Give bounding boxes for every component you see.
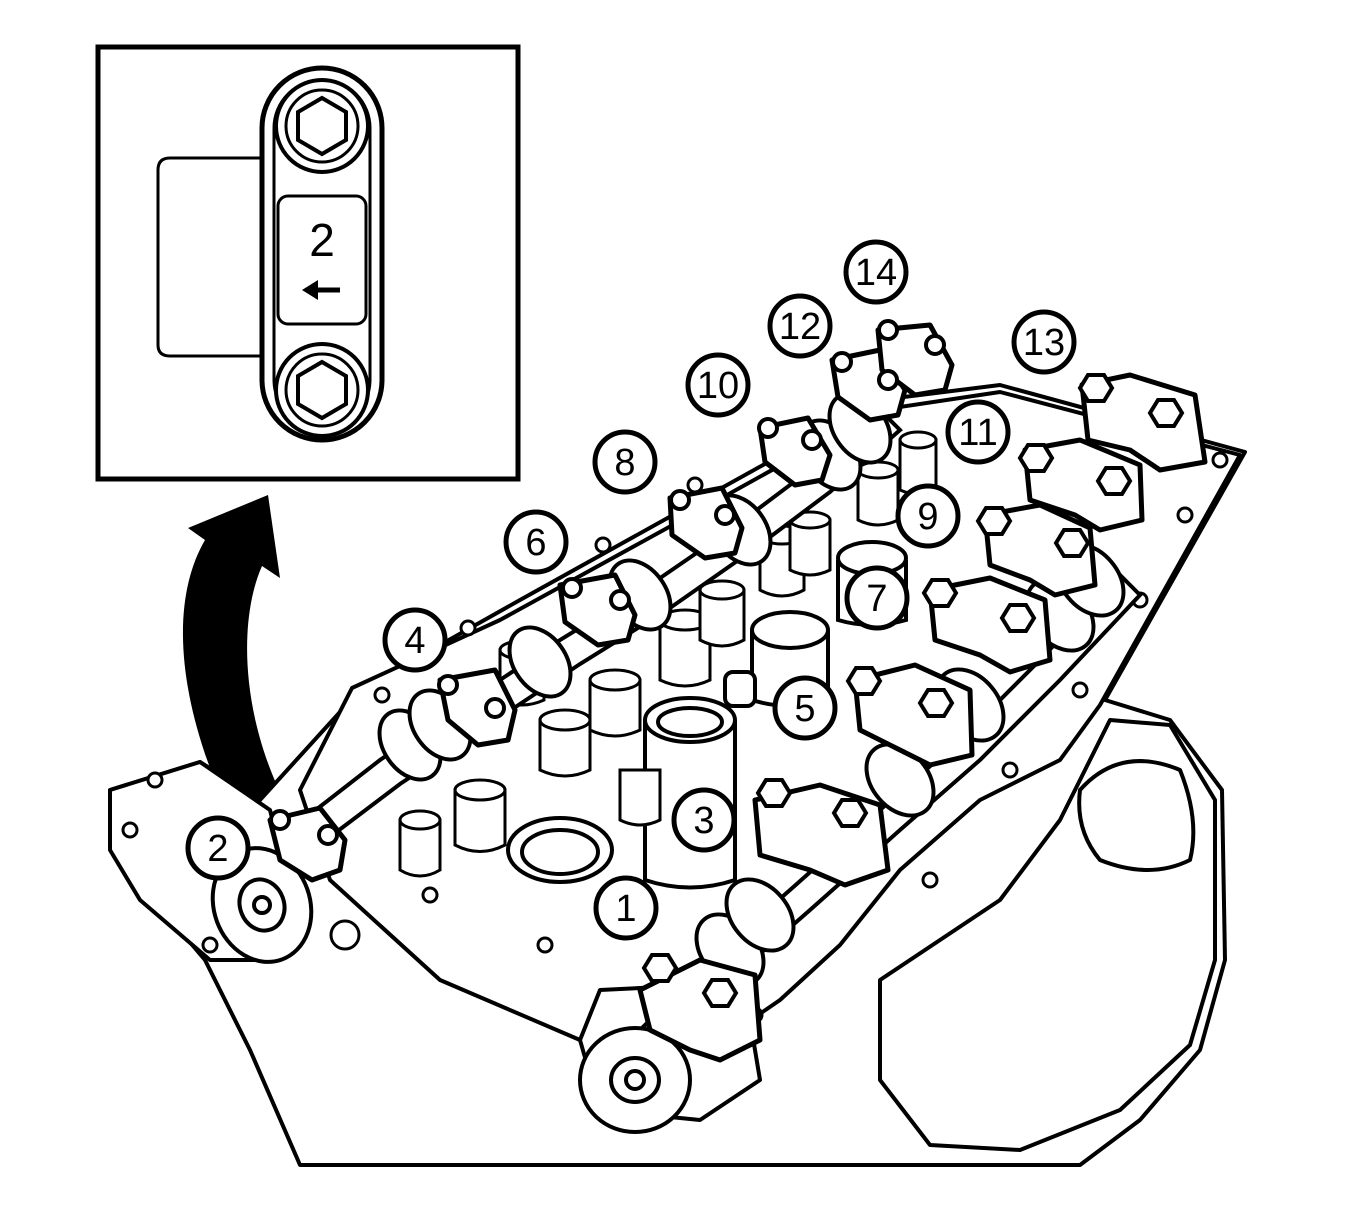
callout-circle xyxy=(382,607,448,673)
callout-label: 4 xyxy=(404,620,425,662)
callout-1: 1 xyxy=(593,875,659,941)
callout-circle xyxy=(671,787,737,853)
callout-9: 9 xyxy=(895,483,961,549)
callout-14: 14 xyxy=(843,239,909,305)
inset-detail: 2 xyxy=(95,44,521,482)
callout-6: 6 xyxy=(503,509,569,575)
valve-lifters xyxy=(398,430,938,878)
callout-circle xyxy=(767,293,833,359)
callout-label: 7 xyxy=(866,578,887,620)
callout-circle xyxy=(592,429,658,495)
callout-label: 1 xyxy=(615,888,636,930)
callout-circle xyxy=(185,815,251,881)
callout-label: 8 xyxy=(614,442,635,484)
cam-flanges xyxy=(210,846,692,1134)
inset-housing xyxy=(156,156,262,358)
callout-circle xyxy=(772,675,838,741)
pointer-arrow-icon xyxy=(182,495,290,820)
inset-marking-panel xyxy=(276,194,368,326)
callout-circle xyxy=(685,352,751,418)
callout-label: 2 xyxy=(207,828,228,870)
callout-3: 3 xyxy=(671,787,737,853)
inset-arrow-left-icon xyxy=(302,280,340,300)
callout-8: 8 xyxy=(592,429,658,495)
inset-top-bolt xyxy=(274,78,370,174)
inset-cap-number: 2 xyxy=(309,214,335,266)
callout-label: 5 xyxy=(794,688,815,730)
cap-bolts xyxy=(269,319,1185,1008)
callout-label: 3 xyxy=(693,800,714,842)
callout-label: 9 xyxy=(917,496,938,538)
callout-circle xyxy=(844,565,910,631)
callout-13: 13 xyxy=(1011,309,1077,375)
callout-circle xyxy=(945,399,1011,465)
callout-label: 12 xyxy=(779,306,821,348)
callout-circle xyxy=(593,875,659,941)
callout-label: 10 xyxy=(697,365,739,407)
callout-7: 7 xyxy=(844,565,910,631)
callout-12: 12 xyxy=(767,293,833,359)
callout-2: 2 xyxy=(185,815,251,881)
callout-11: 11 xyxy=(945,399,1011,465)
callout-circle xyxy=(503,509,569,575)
callout-label: 14 xyxy=(855,252,897,294)
callout-4: 4 xyxy=(382,607,448,673)
callout-label: 11 xyxy=(958,412,997,454)
callout-circle xyxy=(1011,309,1077,375)
inset-bottom-bolt xyxy=(274,342,370,438)
callout-circle xyxy=(895,483,961,549)
callout-label: 13 xyxy=(1023,322,1065,364)
callout-circle xyxy=(843,239,909,305)
callout-label: 6 xyxy=(525,522,546,564)
callout-10: 10 xyxy=(685,352,751,418)
callout-5: 5 xyxy=(772,675,838,741)
